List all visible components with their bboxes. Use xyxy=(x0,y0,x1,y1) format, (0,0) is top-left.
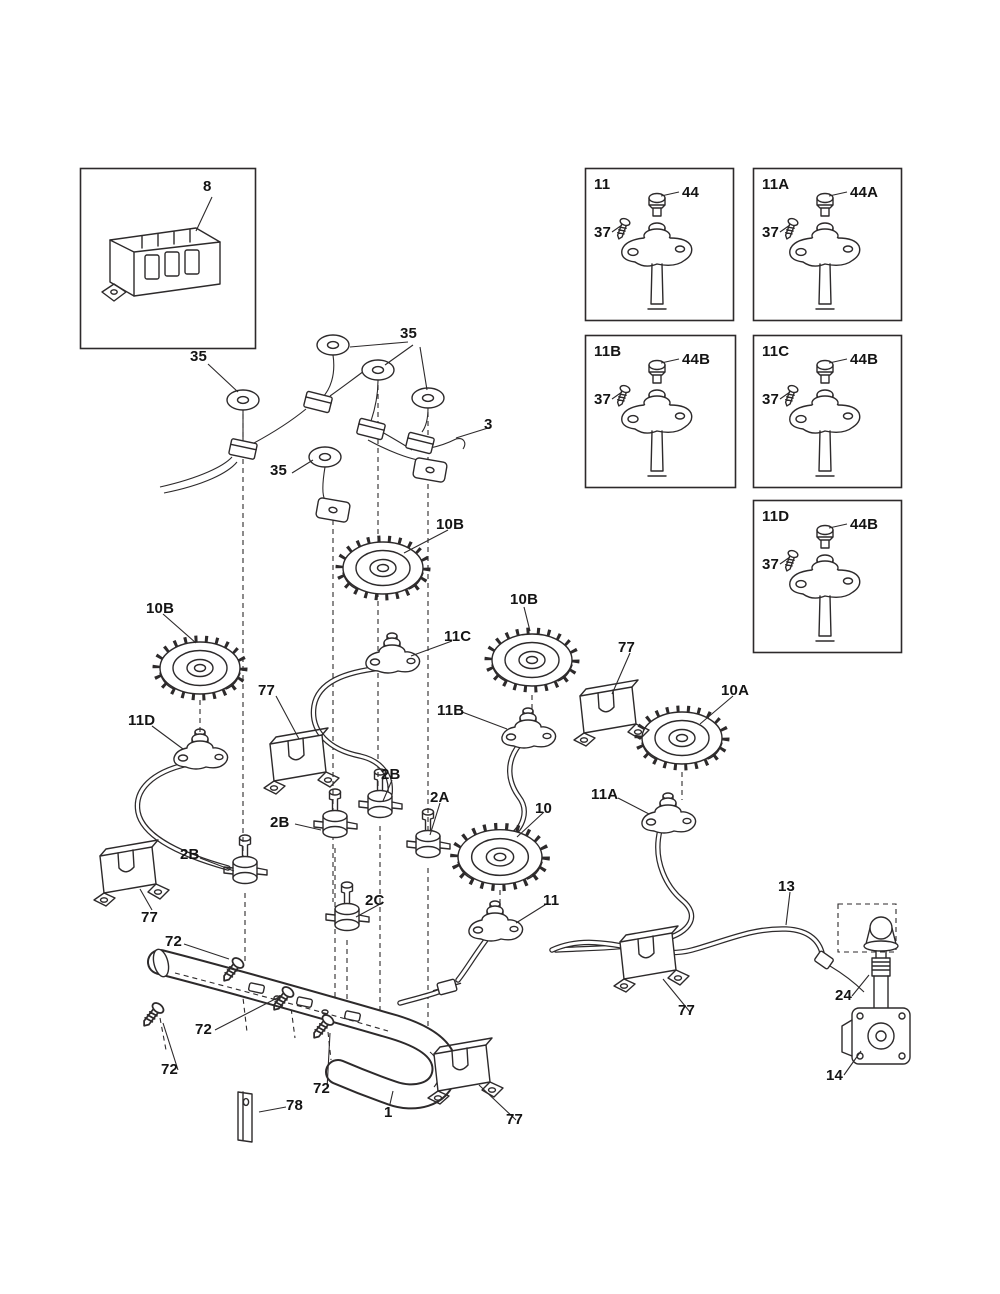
callout-2a: 2A xyxy=(430,789,450,806)
supply-tube-part xyxy=(549,926,865,993)
burner-head-10b-mid xyxy=(488,631,576,689)
callout-77-a: 77 xyxy=(618,639,636,656)
callout-78: 78 xyxy=(286,1097,304,1114)
callout-10b-a: 10B xyxy=(436,516,465,533)
callout-2b-c: 2B xyxy=(180,846,200,863)
spark-module-part xyxy=(101,227,221,302)
orifice-holder-11c xyxy=(365,632,421,674)
inset-screw-callout-11: 37 xyxy=(594,224,612,241)
callout-10b-b: 10B xyxy=(146,600,175,617)
inset-top-callout-11c: 44B xyxy=(850,351,879,368)
inset-border-11c xyxy=(752,334,903,489)
callout-11a: 11A xyxy=(591,786,619,803)
inset-borders xyxy=(79,167,903,654)
inset-top-callout-11a: 44A xyxy=(850,184,879,201)
callout-11d: 11D xyxy=(128,712,156,729)
gas-valves xyxy=(223,768,451,932)
union-fitting xyxy=(432,978,462,996)
callout-77-b: 77 xyxy=(258,682,276,699)
burner-head-10b-left xyxy=(156,639,244,697)
callout-3: 3 xyxy=(484,416,493,433)
inset-top-callout-11d: 44B xyxy=(850,516,879,533)
inset-part-label-11a: 11A xyxy=(762,176,790,193)
callout-72-d: 72 xyxy=(313,1080,331,1097)
callout-77-d: 77 xyxy=(678,1002,696,1019)
callout-13: 13 xyxy=(778,878,796,895)
module-inset-border xyxy=(79,167,257,350)
inset-part-label-11d: 11D xyxy=(762,508,790,525)
regulator-dashed-box xyxy=(837,903,897,953)
inset-border-11b xyxy=(584,334,737,489)
burner-head-10a xyxy=(638,709,726,767)
orifice-holder-11a xyxy=(641,792,697,834)
callout-77-c: 77 xyxy=(141,909,159,926)
inset-part-label-11c: 11C xyxy=(762,343,790,360)
callout-72-a: 72 xyxy=(165,933,183,950)
callout-72-b: 72 xyxy=(195,1021,213,1038)
inset-part-label-11: 11 xyxy=(594,176,611,193)
callout-11b: 11B xyxy=(437,702,465,719)
callout-2c: 2C xyxy=(365,892,385,909)
bracket-78-part xyxy=(237,1091,253,1143)
mounting-brackets xyxy=(93,679,690,1105)
callout-11: 11 xyxy=(543,892,560,909)
pressure-regulator-part xyxy=(841,916,911,1065)
callout-35-a: 35 xyxy=(190,348,208,365)
callout-24: 24 xyxy=(835,987,853,1004)
callout-35-b: 35 xyxy=(400,325,418,342)
burner-head-10 xyxy=(454,827,546,888)
callout-10: 10 xyxy=(535,800,553,817)
callout-8: 8 xyxy=(203,178,212,195)
callout-2b-b: 2B xyxy=(270,814,290,831)
callout-2b-a: 2B xyxy=(381,766,401,783)
callout-10b-c: 10B xyxy=(510,591,539,608)
inset-border-11d xyxy=(752,499,903,654)
callout-77-e: 77 xyxy=(506,1111,524,1128)
orifice-holder-11d xyxy=(173,728,229,770)
inset-top-callout-11: 44 xyxy=(682,184,700,201)
callout-14: 14 xyxy=(826,1067,844,1084)
orifice-holder-11 xyxy=(468,900,524,942)
inset-screw-callout-11d: 37 xyxy=(762,556,780,573)
inset-screw-callout-11b: 37 xyxy=(594,391,612,408)
orifice-holder-11b xyxy=(501,707,557,749)
leader-lines xyxy=(139,191,870,1121)
inset-screw-callout-11a: 37 xyxy=(762,224,780,241)
inset-assemblies xyxy=(614,194,860,642)
inset-screw-callout-11c: 37 xyxy=(762,391,780,408)
inset-top-callout-11b: 44B xyxy=(682,351,711,368)
orifice-tubes xyxy=(134,665,695,1006)
inset-part-label-11b: 11B xyxy=(594,343,622,360)
callout-11c: 11C xyxy=(444,628,472,645)
callout-1: 1 xyxy=(384,1104,393,1121)
wire-harness-part xyxy=(159,354,466,524)
valve-2a xyxy=(406,808,451,859)
valve-2b-left xyxy=(223,834,268,885)
callout-35-c: 35 xyxy=(270,462,288,479)
inset-border-11 xyxy=(584,167,735,322)
callout-72-c: 72 xyxy=(161,1061,179,1078)
callout-10a: 10A xyxy=(721,682,750,699)
inset-border-11a xyxy=(752,167,903,322)
